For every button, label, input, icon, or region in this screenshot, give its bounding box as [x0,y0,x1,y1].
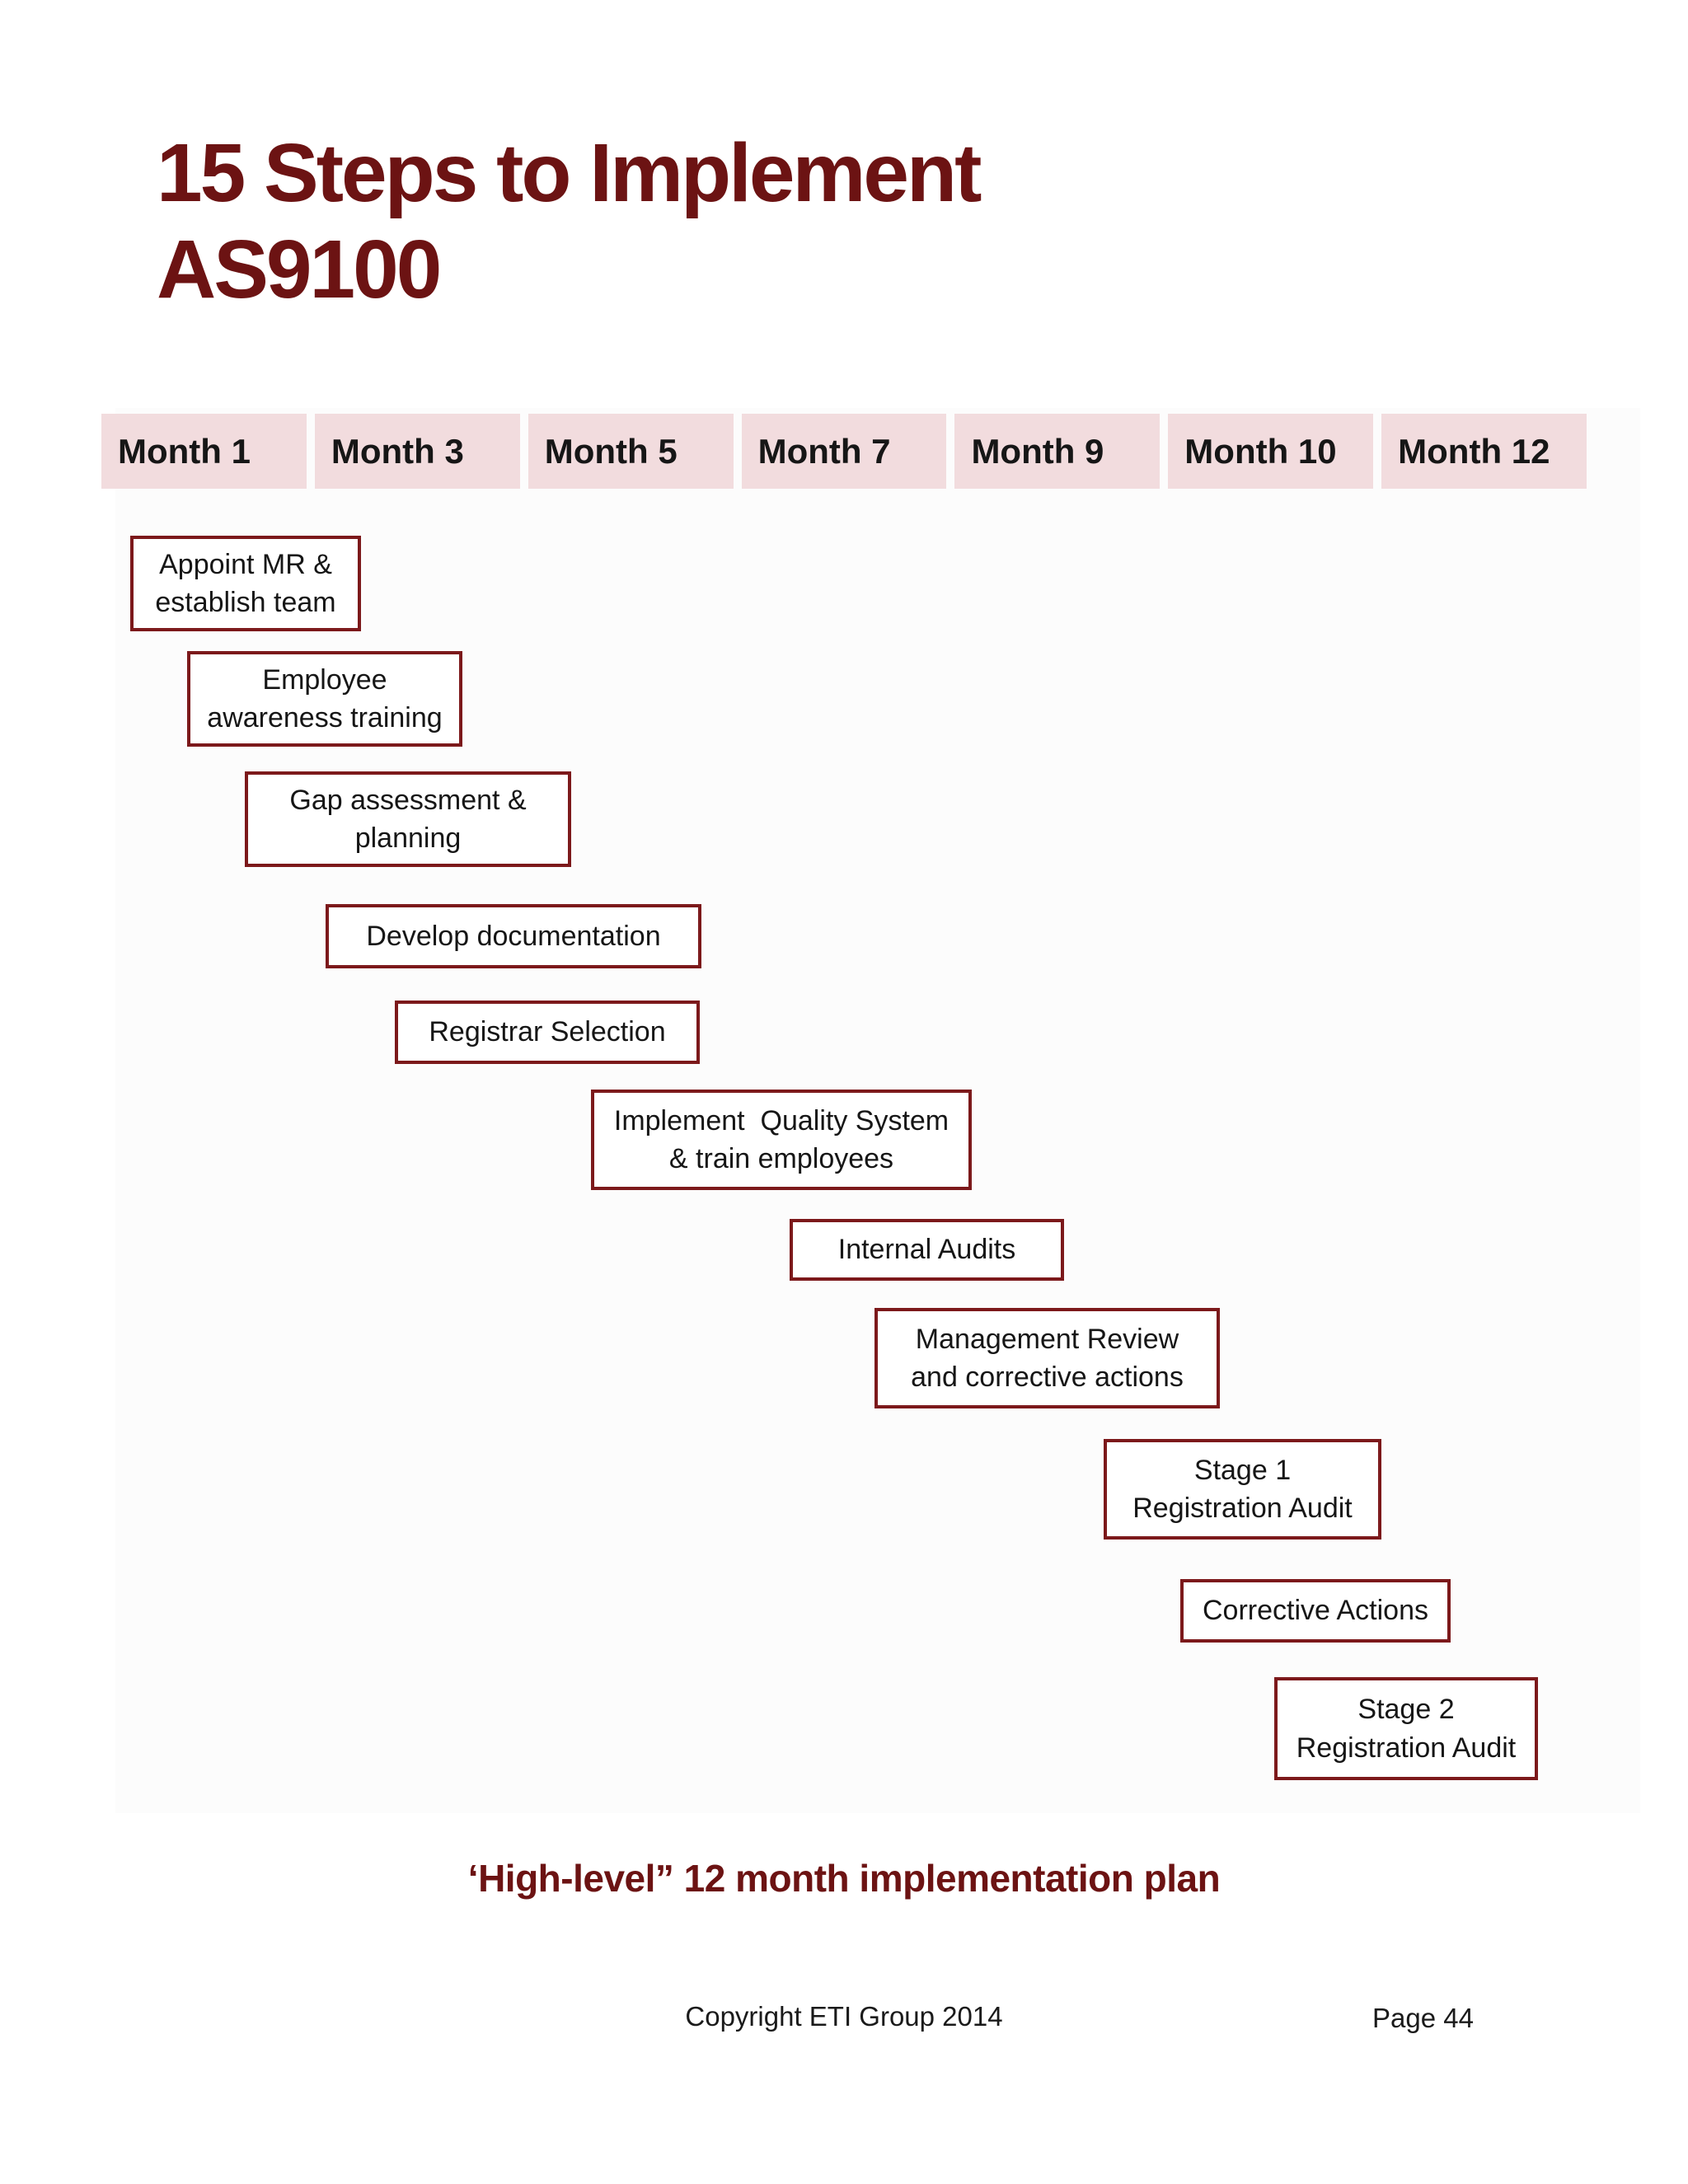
timeline-header: Month 1 Month 3 Month 5 Month 7 Month 9 … [101,414,1587,489]
month-header-cell-7: Month 7 [741,414,947,489]
task-box-management-review-corrective-actions: Management Review and corrective actions [874,1308,1220,1408]
caption: ‘High-level” 12 month implementation pla… [467,1857,1221,1900]
task-box-implement-quality-system-train-employees: Implement Quality System & train employe… [591,1090,972,1190]
month-header-cell-3: Month 3 [314,414,520,489]
task-box-registrar-selection: Registrar Selection [395,1001,700,1064]
page-title: 15 Steps to Implement AS9100 [157,127,982,316]
month-header-cell-12: Month 12 [1381,414,1587,489]
task-box-appoint-mr-establish-team: Appoint MR & establish team [130,536,361,631]
task-box-gap-assessment-planning: Gap assessment & planning [245,771,571,867]
month-header-cell-5: Month 5 [528,414,734,489]
task-box-stage-1-registration-audit: Stage 1 Registration Audit [1104,1439,1381,1540]
task-box-internal-audits: Internal Audits [790,1219,1064,1281]
month-header-cell-10: Month 10 [1168,414,1374,489]
task-box-stage-2-registration-audit: Stage 2 Registration Audit [1274,1677,1538,1780]
month-header-cell-1: Month 1 [101,414,307,489]
month-header-cell-9: Month 9 [954,414,1160,489]
page-number: Page 44 [1372,2003,1474,2033]
task-box-employee-awareness-training: Employee awareness training [187,651,462,747]
task-box-develop-documentation: Develop documentation [326,904,701,968]
copyright-text: Copyright ETI Group 2014 [685,2001,1003,2032]
task-box-corrective-actions: Corrective Actions [1180,1579,1451,1643]
